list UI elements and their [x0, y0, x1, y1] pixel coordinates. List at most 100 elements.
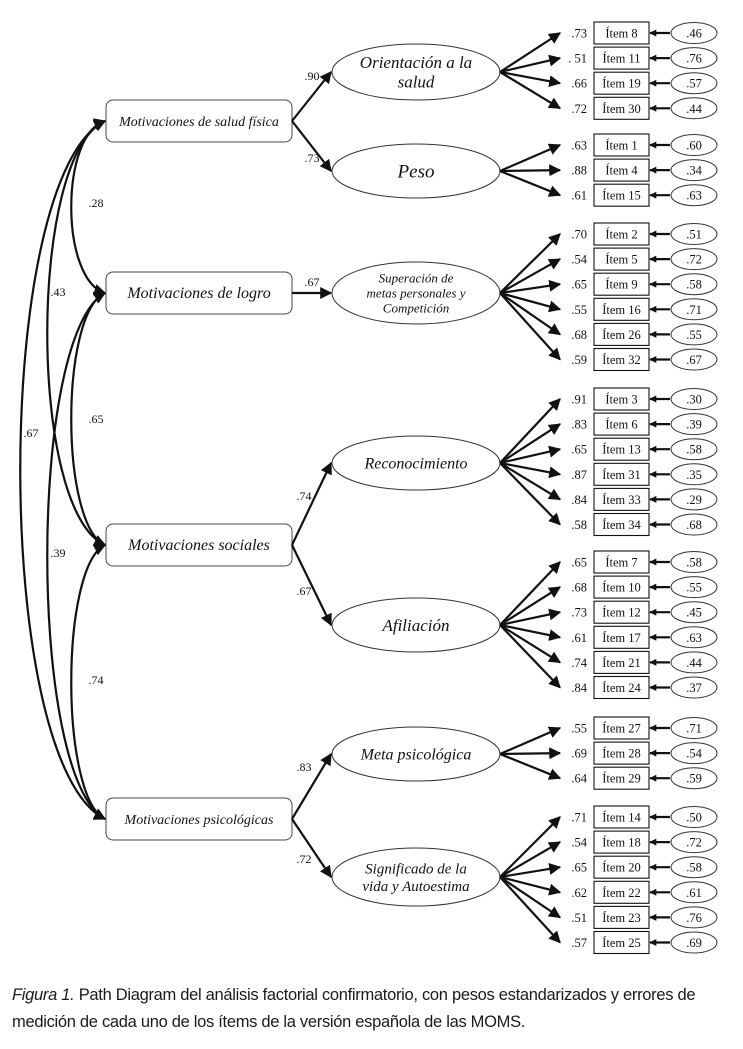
item-box — [593, 716, 650, 740]
item-loading: .64 — [571, 772, 587, 786]
correlation-value: .39 — [51, 546, 66, 560]
item-loading: .88 — [571, 164, 587, 178]
item-loading: .61 — [571, 189, 587, 203]
item-loading: .84 — [571, 493, 587, 507]
factor-loading: .72 — [297, 852, 312, 866]
item-box — [593, 158, 650, 182]
item-path — [499, 875, 562, 896]
error-value: .57 — [686, 77, 702, 91]
error-value: .68 — [686, 518, 702, 532]
higher-factor-label: Motivaciones de logro — [126, 285, 270, 302]
higher-factor-salud: Motivaciones de salud física — [105, 99, 293, 143]
correlation-arc — [19, 120, 107, 820]
item-loading: .73 — [571, 606, 587, 620]
item-label: Ítem 2 — [605, 228, 637, 242]
item-label: Ítem 12 — [602, 606, 641, 620]
item-loading: .51 — [571, 911, 587, 925]
item-path — [499, 71, 562, 110]
error-ellipse — [670, 134, 718, 156]
item-path — [499, 164, 562, 177]
item-path — [499, 561, 561, 626]
error-value: .61 — [686, 886, 702, 900]
error-ellipse — [670, 717, 718, 739]
error-value: .55 — [686, 581, 702, 595]
item-loading: .84 — [571, 681, 587, 695]
item-loading: . 51 — [568, 52, 587, 66]
item-label: Ítem 1 — [605, 139, 637, 153]
error-value: .71 — [686, 722, 702, 736]
item-loading: .65 — [571, 861, 587, 875]
item-loading: .57 — [571, 936, 587, 950]
error-value: .44 — [686, 656, 702, 670]
error-ellipse — [670, 184, 718, 207]
item-box — [593, 96, 650, 120]
item-box — [593, 347, 650, 372]
factor-label: salud — [398, 73, 435, 92]
error-ellipse — [670, 906, 718, 929]
error-value: .72 — [686, 836, 702, 850]
factor-label: Orientación a la — [360, 53, 472, 72]
error-ellipse — [670, 601, 718, 624]
item-loading: .71 — [571, 811, 587, 825]
factor-path — [291, 71, 332, 122]
factor-label: Meta psicológica — [360, 747, 472, 764]
error-value: .55 — [686, 328, 702, 342]
item-path — [499, 623, 562, 642]
item-label: Ítem 10 — [602, 581, 641, 595]
item-label: Ítem 16 — [602, 303, 641, 317]
item-loading: .55 — [571, 303, 587, 317]
item-path — [499, 462, 561, 526]
item-path — [499, 863, 562, 879]
item-loading: .65 — [571, 443, 587, 457]
item-label: Ítem 18 — [602, 836, 641, 850]
item-path — [499, 233, 561, 294]
error-ellipse — [670, 513, 718, 536]
item-box — [593, 650, 650, 674]
error-ellipse — [670, 651, 718, 674]
item-path — [499, 32, 562, 73]
item-path — [499, 398, 561, 464]
item-label: Ítem 29 — [602, 772, 641, 786]
item-box — [593, 462, 650, 486]
item-box — [593, 805, 650, 829]
item-box — [593, 905, 650, 929]
item-box — [593, 512, 650, 537]
error-value: .45 — [686, 606, 702, 620]
error-value: .46 — [686, 27, 702, 41]
error-value: .30 — [686, 393, 702, 407]
item-label: Ítem 11 — [602, 52, 640, 66]
error-ellipse — [670, 22, 718, 44]
item-loading: .54 — [571, 253, 587, 267]
error-ellipse — [670, 248, 718, 271]
item-label: Ítem 23 — [602, 911, 641, 925]
item-box — [593, 71, 650, 95]
item-label: Ítem 25 — [602, 936, 641, 950]
item-label: Ítem 13 — [602, 443, 641, 457]
error-ellipse — [670, 323, 718, 346]
correlation-value: .43 — [51, 285, 66, 299]
item-path — [499, 752, 562, 780]
item-path — [499, 445, 562, 465]
factor-path — [291, 752, 332, 820]
error-value: .58 — [686, 278, 702, 292]
factor-label: vida y Autoestima — [362, 879, 469, 895]
error-value: .34 — [686, 164, 702, 178]
item-label: Ítem 9 — [605, 278, 637, 292]
correlation-value: .67 — [24, 426, 39, 440]
